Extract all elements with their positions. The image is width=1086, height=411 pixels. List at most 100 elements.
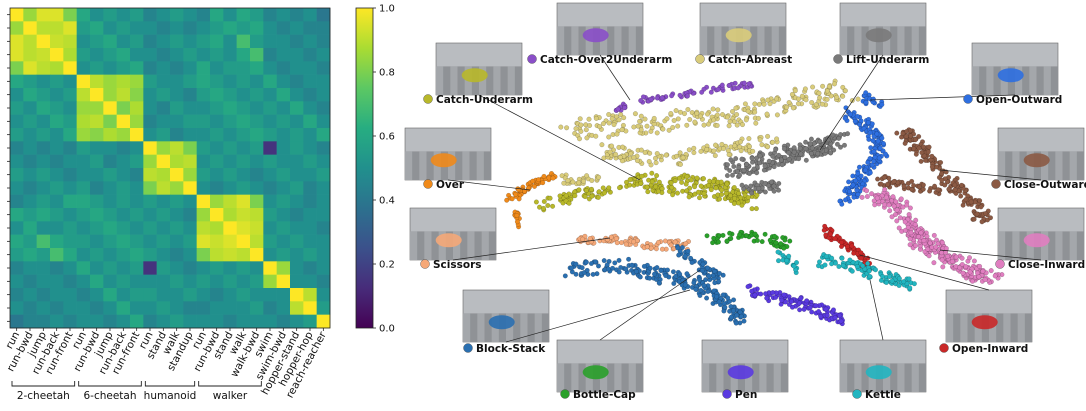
- tsne-point: [946, 186, 952, 192]
- heatmap-cell: [90, 48, 104, 62]
- heatmap-cell: [183, 114, 197, 129]
- tsne-point: [925, 149, 931, 155]
- tsne-point: [855, 171, 861, 177]
- heatmap-cell: [76, 114, 91, 129]
- tsne-point: [869, 191, 875, 197]
- tsne-point: [640, 94, 646, 100]
- tsne-point: [845, 244, 851, 250]
- leader-line: [599, 269, 701, 341]
- heatmap-cell: [63, 88, 77, 102]
- heatmap-cell: [156, 141, 171, 155]
- cluster-legend-dot: [423, 179, 433, 189]
- tsne-point: [688, 177, 694, 183]
- tsne-point: [550, 175, 556, 181]
- heatmap-cell: [23, 88, 37, 102]
- heatmap-cell: [316, 248, 331, 262]
- thumbnail-floor-tile: [571, 26, 579, 55]
- heatmap-cell: [290, 221, 304, 235]
- heatmap-cell: [76, 168, 91, 182]
- tsne-point: [649, 170, 655, 176]
- heatmap-cell: [36, 61, 51, 75]
- heatmap-cell: [116, 261, 131, 275]
- heatmap-cell: [130, 301, 144, 315]
- heatmap-cell: [196, 248, 211, 262]
- heatmap-cell: [23, 234, 37, 249]
- tsne-point: [593, 259, 599, 265]
- tsne-point: [781, 292, 787, 298]
- tsne-point: [596, 189, 602, 195]
- tsne-point: [971, 258, 977, 264]
- heatmap-cell: [10, 101, 24, 115]
- tsne-point: [558, 124, 564, 130]
- tsne-point: [880, 274, 886, 280]
- heatmap-cell: [170, 261, 184, 275]
- tsne-point: [776, 258, 782, 264]
- heatmap-cell: [250, 221, 264, 235]
- heatmap-cell: [276, 261, 291, 275]
- tsne-point: [867, 155, 873, 161]
- tsne-point: [863, 99, 869, 105]
- tsne-point: [547, 195, 553, 201]
- heatmap-cell: [116, 114, 131, 129]
- tsne-point: [588, 261, 594, 267]
- heatmap-cell: [263, 8, 277, 22]
- heatmap-cell: [236, 314, 251, 329]
- heatmap-cell: [210, 274, 224, 289]
- heatmap-cell: [303, 208, 317, 222]
- thumbnail-object: [582, 28, 609, 43]
- heatmap-cell: [263, 301, 277, 315]
- tsne-point: [541, 173, 547, 179]
- tsne-point: [694, 175, 700, 181]
- heatmap-cell: [290, 168, 304, 182]
- tsne-point: [730, 172, 736, 178]
- tsne-point: [599, 142, 605, 148]
- heatmap-cell: [236, 48, 251, 62]
- leader-line: [869, 94, 1016, 101]
- tsne-point: [824, 96, 830, 102]
- heatmap-cell: [143, 261, 157, 275]
- heatmap-cell: [210, 194, 224, 209]
- heatmap-cell: [210, 221, 224, 235]
- tsne-point: [757, 137, 763, 143]
- heatmap-cell: [183, 48, 197, 62]
- heatmap-cell: [223, 288, 237, 302]
- heatmap-cell: [130, 221, 144, 235]
- tsne-point: [749, 155, 755, 161]
- tsne-point: [779, 297, 785, 303]
- tsne-point: [670, 192, 676, 198]
- tsne-point: [654, 150, 660, 156]
- tsne-point: [717, 196, 723, 202]
- tsne-point: [952, 187, 958, 193]
- tsne-point: [715, 86, 721, 92]
- tsne-point: [649, 179, 655, 185]
- tsne-point: [762, 231, 768, 237]
- tsne-point: [563, 193, 569, 199]
- tsne-point: [621, 115, 627, 121]
- heatmap-cell: [210, 128, 224, 142]
- tsne-point: [809, 99, 815, 105]
- heatmap-cell: [183, 61, 197, 75]
- heatmap-cell: [290, 208, 304, 222]
- heatmap-cell: [63, 181, 77, 195]
- heatmap-cell: [130, 208, 144, 222]
- tsne-point: [977, 263, 983, 269]
- tsne-point: [673, 108, 679, 114]
- heatmap-cell: [290, 21, 304, 35]
- tsne-point: [616, 269, 622, 275]
- heatmap-cell: [103, 88, 117, 102]
- heatmap-cell: [90, 274, 104, 289]
- tsne-point: [595, 194, 601, 200]
- tsne-point: [901, 279, 907, 285]
- tsne-point: [902, 219, 908, 225]
- thumbnail-floor-tile: [771, 26, 779, 55]
- tsne-point: [682, 253, 688, 259]
- heatmap-cell: [210, 314, 224, 329]
- heatmap-cell: [170, 234, 184, 249]
- thumbnail-floor-tile: [628, 26, 636, 55]
- heatmap-cell: [143, 114, 157, 129]
- cluster-legend-dot: [995, 259, 1005, 269]
- heatmap-cell: [290, 288, 304, 302]
- heatmap-cell: [263, 261, 277, 275]
- tsne-point: [676, 252, 682, 258]
